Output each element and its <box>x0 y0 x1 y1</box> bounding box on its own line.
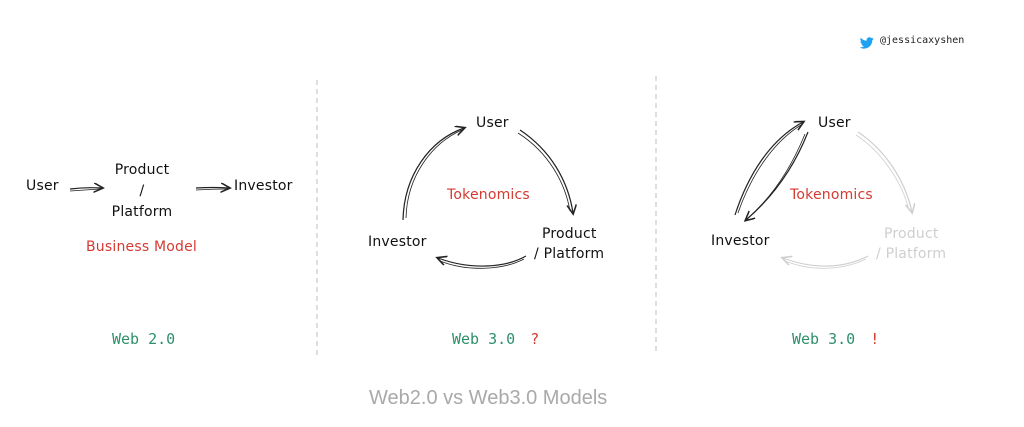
product-cycle-line-1: Product <box>542 226 597 242</box>
web2-footer-label: Web 2.0 <box>112 330 176 348</box>
arrow-investor-to-user-up <box>734 122 803 216</box>
tokenomics-label-direct: Tokenomics <box>790 187 873 203</box>
web3-question-footer: Web 3.0 ? <box>452 330 539 348</box>
twitter-bird-icon <box>859 34 874 49</box>
tokenomics-label-cycle: Tokenomics <box>447 187 530 203</box>
arrow-product-to-investor-cycle <box>438 255 527 269</box>
product-line-3: Platform <box>111 204 173 220</box>
question-mark: ? <box>530 330 540 348</box>
web3-exclaim-label: Web 3.0 <box>792 330 856 348</box>
arrow-investor-to-user <box>402 128 464 221</box>
node-investor: Investor <box>234 178 293 194</box>
author-handle: @jessicaxyshen <box>859 34 965 49</box>
arrow-product-to-investor-faded <box>783 255 869 269</box>
figure-caption: Web2.0 vs Web3.0 Models <box>369 387 608 409</box>
product-line-1: Product <box>114 162 170 178</box>
node-investor-direct: Investor <box>711 233 770 249</box>
node-user: User <box>26 178 59 194</box>
exclamation-mark: ! <box>870 330 880 348</box>
node-user-direct: User <box>818 115 851 131</box>
web3-question-label: Web 3.0 <box>452 330 516 348</box>
arrow-user-to-product-cycle <box>517 129 573 213</box>
node-product-platform: Product / Platform <box>105 160 179 223</box>
product-faded-line-1: Product <box>884 226 939 242</box>
node-product-faded: Product / Platform <box>876 224 946 264</box>
node-user-cycle: User <box>476 115 509 131</box>
arrow-user-to-product <box>69 188 102 191</box>
business-model-label: Business Model <box>86 239 198 255</box>
arrow-user-to-investor-down <box>746 131 809 220</box>
arrow-user-to-product-faded <box>855 131 912 212</box>
product-cycle-line-2: / Platform <box>534 246 605 262</box>
node-product-cycle: Product / Platform <box>534 224 604 264</box>
product-faded-line-2: / Platform <box>876 246 947 262</box>
arrow-product-to-investor <box>195 188 229 191</box>
web3-exclaim-footer: Web 3.0 ! <box>792 330 879 348</box>
handle-text[interactable]: @jessicaxyshen <box>880 34 965 46</box>
product-line-2: / <box>139 183 145 199</box>
node-investor-cycle: Investor <box>368 234 427 250</box>
